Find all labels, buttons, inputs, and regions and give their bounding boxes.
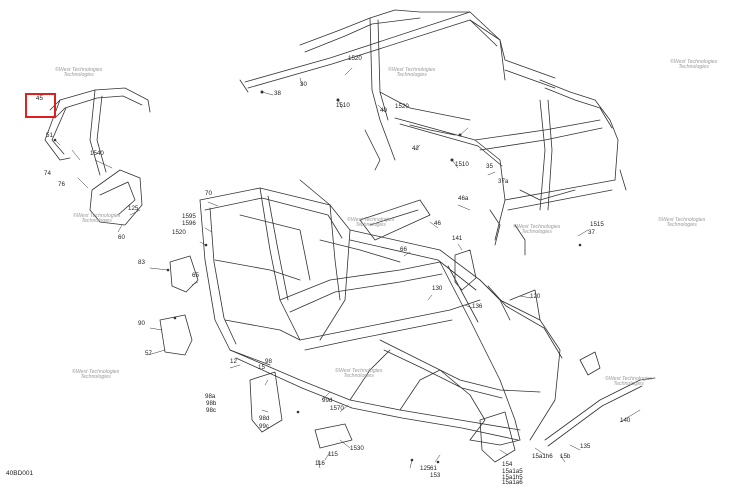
part-label: 125 [128,205,139,212]
part-label: 99d [322,397,333,404]
part-label: 12 [230,358,237,365]
part-label: 66 [400,246,407,253]
part-label: 99c [259,423,269,430]
part-label: 74 [44,170,51,177]
part-label: 40 [380,107,387,114]
part-label: 116 [315,460,325,467]
part-label: 37 [588,229,595,236]
highlight-box [25,93,56,118]
part-label: 65 [192,272,199,279]
part-label: 46 [434,220,441,227]
drawing-code: 40BD001 [6,470,34,477]
part-label: 125 [420,465,431,472]
part-label: 35 [486,163,493,170]
part-label: 15a1h5 [502,474,523,481]
part-label: 98b [206,400,217,407]
part-label: 1520 [395,103,409,110]
part-label: 153 [430,472,441,479]
part-label: 154 [502,461,513,468]
part-label: 141 [452,235,463,242]
part-label: 140 [620,417,631,424]
part-label: 120 [530,293,541,300]
part-label: 98c [206,407,216,414]
part-label: 1520 [348,55,362,62]
part-label: 1530 [350,445,364,452]
part-label: 1515 [590,221,604,228]
part-label: 130 [432,285,443,292]
part-label: 45 [36,95,43,102]
part-label: 42 [412,145,419,152]
part-label: 115 [328,451,338,458]
part-label: 1570 [330,405,344,412]
part-label: 98 [265,358,272,365]
part-label: 76 [58,181,65,188]
part-label: 15b [560,453,571,460]
part-label: 98d [259,415,270,422]
part-label: 61 [430,465,437,472]
part-label: 46a [458,195,469,202]
part-label: 60 [118,234,125,241]
part-label: 15 [258,364,265,371]
part-label: 1540 [90,150,104,157]
part-label: 136 [472,303,483,310]
part-label: 1520 [172,229,186,236]
part-label: 1595 [182,213,196,220]
part-label: 1510 [336,102,350,109]
part-label: 57 [145,350,152,357]
part-label: 90 [138,320,145,327]
part-label: 15a1a6 [502,479,523,486]
part-label: 30 [300,81,307,88]
roll-cage-drawing [239,9,627,256]
part-label: 83 [138,259,145,266]
part-label: 37a [498,178,509,185]
part-label: 98a [205,393,216,400]
part-label: 1510 [455,161,469,168]
part-label: 15a1a5 [502,468,523,475]
part-label: 38 [274,90,281,97]
part-label: 51 [46,132,53,139]
part-label: 70 [205,190,212,197]
part-label: 15a1h6 [532,453,553,460]
part-label: 1596 [182,220,196,227]
part-label: 135 [580,443,591,450]
